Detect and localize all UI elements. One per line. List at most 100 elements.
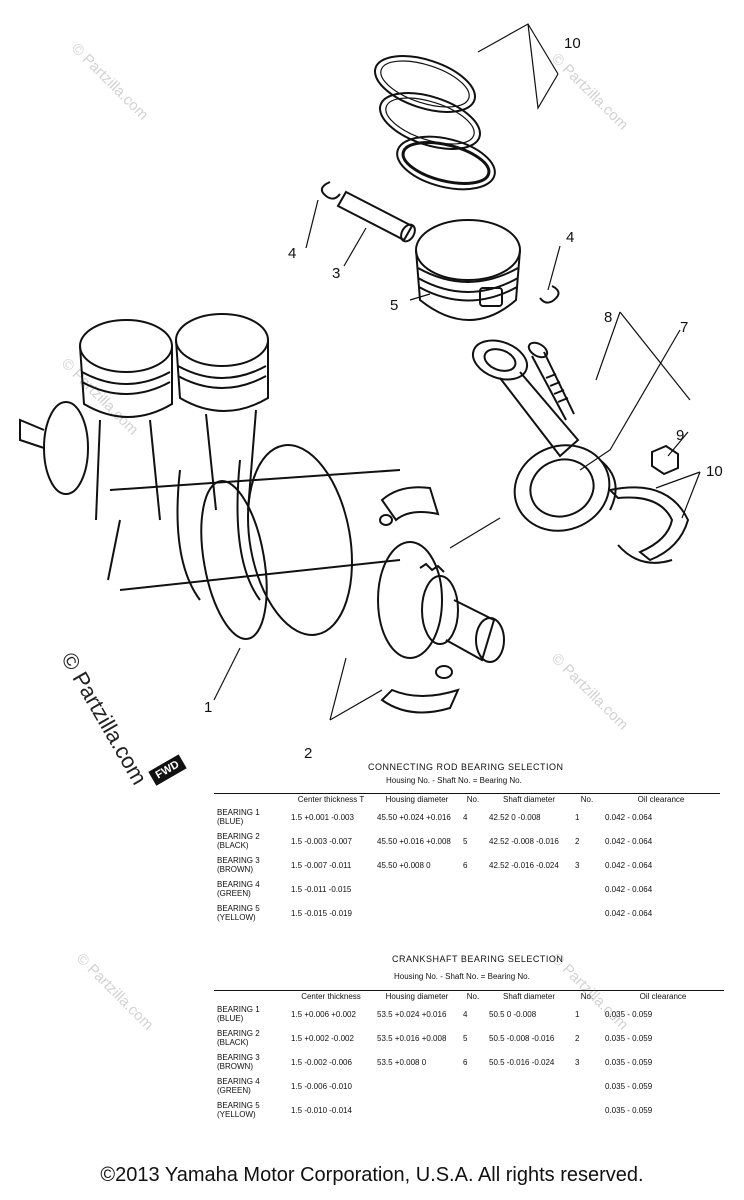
connecting-rod <box>471 339 617 532</box>
table-row: BEARING 2 (BLACK) 1.5 +0.002 -0.002 53.5… <box>214 1026 724 1050</box>
shaft-no: 1 <box>575 1009 580 1019</box>
callout-2: 2 <box>304 745 312 762</box>
table-row: BEARING 4 (GREEN) 1.5 -0.011 -0.015 0.04… <box>214 877 720 901</box>
oil-clearance: 0.042 - 0.064 <box>605 812 653 822</box>
housing-no: 5 <box>463 1033 468 1043</box>
oil-clearance: 0.035 - 0.059 <box>605 1033 653 1043</box>
housing-diameter: 45.50 +0.024 +0.016 <box>377 812 451 822</box>
shaft-no: 2 <box>575 836 580 846</box>
oil-clearance: 0.035 - 0.059 <box>605 1081 653 1091</box>
conrod-bearing-table: Center thickness T Housing diameter No. … <box>214 793 720 925</box>
center-thickness: 1.5 -0.015 -0.019 <box>291 908 352 918</box>
table-row: BEARING 5 (YELLOW) 1.5 -0.010 -0.014 0.0… <box>214 1098 724 1122</box>
housing-no: 4 <box>463 1009 468 1019</box>
piston-rings <box>373 55 496 191</box>
rod-bolt <box>527 341 575 421</box>
callout-7: 7 <box>680 319 688 336</box>
center-thickness: 1.5 -0.006 -0.010 <box>291 1081 352 1091</box>
column-header: Shaft diameter <box>502 795 556 804</box>
oil-clearance: 0.042 - 0.064 <box>605 860 653 870</box>
bearing-name: BEARING 2 (BLACK) <box>217 1029 260 1047</box>
shaft-diameter: 50.5 -0.008 -0.016 <box>489 1033 555 1043</box>
circlip <box>539 285 560 304</box>
column-header: Oil clearance <box>637 795 685 804</box>
housing-diameter: 45.50 +0.016 +0.008 <box>377 836 451 846</box>
column-header <box>214 794 288 806</box>
crank-bearing-upper <box>379 486 440 526</box>
shaft-no <box>572 901 602 925</box>
table-header-row: Center thickness Housing diameter No. Sh… <box>214 991 724 1003</box>
conrod-table-subtitle: Housing No. - Shaft No. = Bearing No. <box>386 776 522 785</box>
housing-no: 6 <box>463 1057 468 1067</box>
center-thickness: 1.5 -0.002 -0.006 <box>291 1057 352 1067</box>
housing-no <box>460 901 486 925</box>
column-header: Center thickness <box>301 992 361 1001</box>
shaft-diameter <box>486 901 572 925</box>
bearing-name: BEARING 1 (BLUE) <box>217 1005 260 1023</box>
table-row: BEARING 2 (BLACK) 1.5 -0.003 -0.007 45.5… <box>214 829 720 853</box>
oil-clearance: 0.042 - 0.064 <box>605 908 653 918</box>
oil-clearance: 0.042 - 0.064 <box>605 836 653 846</box>
bearing-name: BEARING 4 (GREEN) <box>217 880 260 898</box>
shaft-no: 2 <box>575 1033 580 1043</box>
column-header: No. <box>580 992 594 1001</box>
housing-diameter: 53.5 +0.016 +0.008 <box>377 1033 447 1043</box>
column-header: No. <box>580 795 594 804</box>
shaft-diameter: 50.5 0 -0.008 <box>489 1009 537 1019</box>
bearing-name: BEARING 5 (YELLOW) <box>217 1101 260 1119</box>
oil-clearance: 0.035 - 0.059 <box>605 1009 653 1019</box>
table-row: BEARING 1 (BLUE) 1.5 +0.001 -0.003 45.50… <box>214 805 720 829</box>
center-thickness: 1.5 +0.006 +0.002 <box>291 1009 356 1019</box>
housing-diameter <box>374 1098 460 1122</box>
shaft-no: 3 <box>575 860 580 870</box>
housing-no <box>460 1098 486 1122</box>
circlip <box>320 181 341 200</box>
bearing-name: BEARING 3 (BROWN) <box>217 856 260 874</box>
bearing-name: BEARING 2 (BLACK) <box>217 832 260 850</box>
oil-clearance: 0.035 - 0.059 <box>605 1057 653 1067</box>
rod-bearing-shells <box>607 486 690 564</box>
callout-4-right: 4 <box>566 229 574 246</box>
crank-table-title: CRANKSHAFT BEARING SELECTION <box>392 954 564 964</box>
table-header-row: Center thickness T Housing diameter No. … <box>214 794 720 806</box>
housing-no <box>460 877 486 901</box>
shaft-no <box>572 1098 602 1122</box>
shaft-diameter <box>486 1098 572 1122</box>
column-header: Center thickness T <box>297 795 365 804</box>
shaft-diameter: 42.52 -0.008 -0.016 <box>489 836 559 846</box>
table-row: BEARING 4 (GREEN) 1.5 -0.006 -0.010 0.03… <box>214 1074 724 1098</box>
callout-3: 3 <box>332 265 340 282</box>
center-thickness: 1.5 +0.002 -0.002 <box>291 1033 354 1043</box>
table-row: BEARING 3 (BROWN) 1.5 -0.002 -0.006 53.5… <box>214 1050 724 1074</box>
shaft-no: 3 <box>575 1057 580 1067</box>
column-header <box>214 991 288 1003</box>
callout-6: 10 <box>564 35 581 52</box>
conrod-table-title: CONNECTING ROD BEARING SELECTION <box>368 762 564 772</box>
housing-diameter <box>374 1074 460 1098</box>
watermark: © Partzilla.com <box>72 950 157 1034</box>
housing-diameter: 53.5 +0.024 +0.016 <box>377 1009 447 1019</box>
column-header: Oil clearance <box>639 992 687 1001</box>
housing-no <box>460 1074 486 1098</box>
shaft-no <box>572 1074 602 1098</box>
shaft-no <box>572 877 602 901</box>
assembled-crankshaft-left <box>19 313 401 640</box>
column-header: No. <box>466 992 480 1001</box>
center-thickness: 1.5 -0.011 -0.015 <box>291 884 352 894</box>
piston <box>415 219 521 321</box>
crank-bearing-lower <box>380 665 460 714</box>
table-row: BEARING 1 (BLUE) 1.5 +0.006 +0.002 53.5 … <box>214 1002 724 1026</box>
housing-diameter: 53.5 +0.008 0 <box>377 1057 427 1067</box>
table-row: BEARING 5 (YELLOW) 1.5 -0.015 -0.019 0.0… <box>214 901 720 925</box>
callout-10: 10 <box>706 463 723 480</box>
center-thickness: 1.5 -0.007 -0.011 <box>291 860 352 870</box>
shaft-no: 1 <box>575 812 580 822</box>
bearing-name: BEARING 3 (BROWN) <box>217 1053 260 1071</box>
crank-shaft-end <box>377 541 505 663</box>
column-header: No. <box>466 795 480 804</box>
housing-no: 4 <box>463 812 468 822</box>
callout-4-left: 4 <box>288 245 296 262</box>
table-row: BEARING 3 (BROWN) 1.5 -0.007 -0.011 45.5… <box>214 853 720 877</box>
shaft-diameter <box>486 877 572 901</box>
shaft-diameter: 50.5 -0.016 -0.024 <box>489 1057 555 1067</box>
